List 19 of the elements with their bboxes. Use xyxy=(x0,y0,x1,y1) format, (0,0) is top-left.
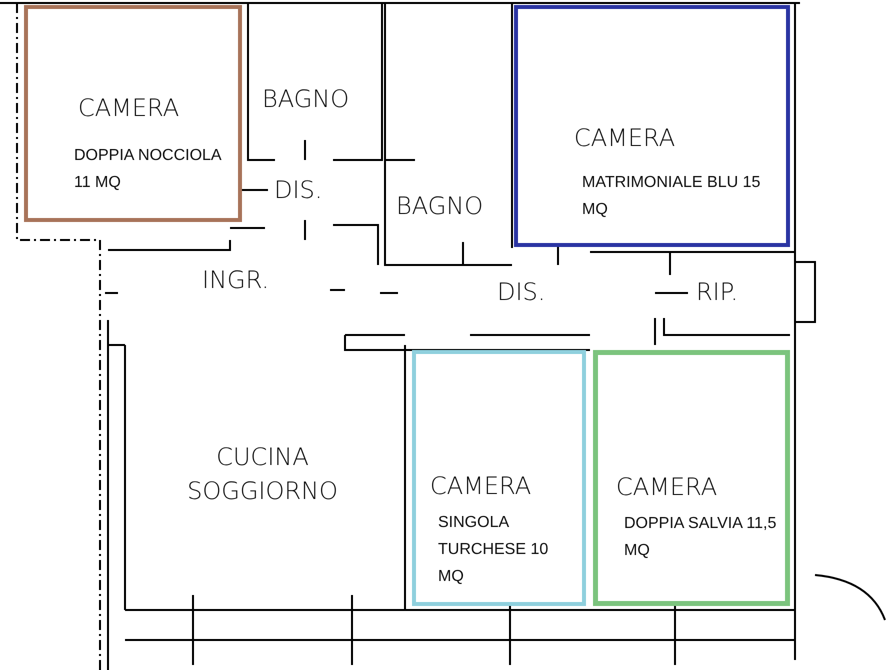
room-outline xyxy=(24,5,242,222)
room-label: INGR. xyxy=(202,266,270,294)
room-label: BAGNO xyxy=(396,192,484,220)
room-outline xyxy=(514,5,790,247)
room-label: DIS. xyxy=(274,176,322,204)
room-details: SINGOLA TURCHESE 10 MQ xyxy=(438,513,550,587)
room-outline xyxy=(412,350,586,606)
room-label: DIS. xyxy=(497,278,546,306)
room-label: CUCINA SOGGIORNO xyxy=(186,442,339,507)
room-label: CAMERA xyxy=(78,94,180,122)
room-details: MATRIMONIALE BLU 15 MQ xyxy=(582,173,762,220)
room-label: CAMERA xyxy=(430,472,532,500)
room-details: DOPPIA NOCCIOLA 11 MQ xyxy=(74,146,222,193)
room-label: BAGNO xyxy=(262,85,350,113)
room-label: CAMERA xyxy=(574,124,676,152)
room-details: DOPPIA SALVIA 11,5 MQ xyxy=(624,514,778,561)
room-label: CAMERA xyxy=(616,473,718,501)
room-label: RIP. xyxy=(696,278,738,306)
room-outline xyxy=(593,350,790,606)
